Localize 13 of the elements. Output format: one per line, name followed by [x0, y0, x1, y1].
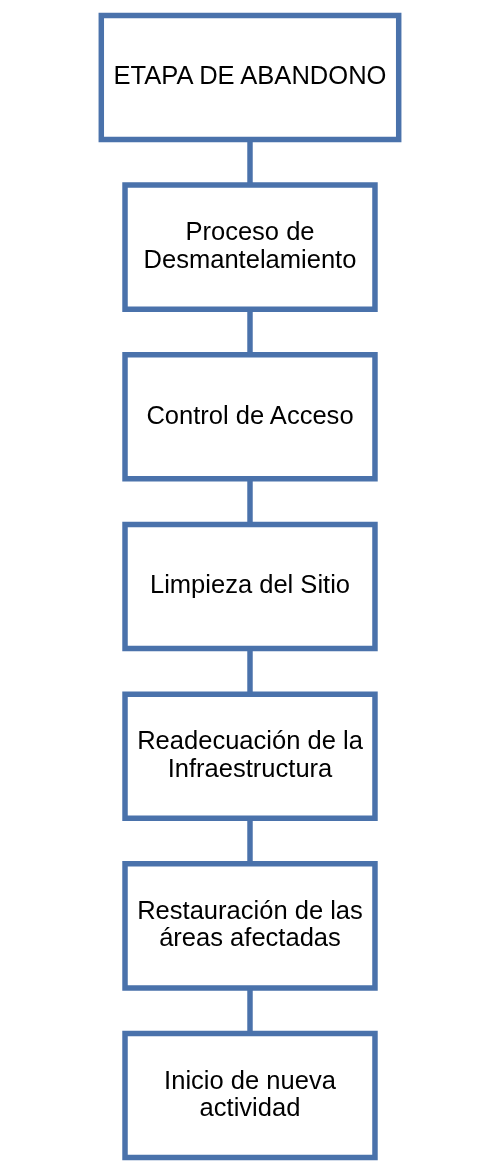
connector: [247, 139, 253, 185]
connector: [247, 988, 253, 1034]
connector: [247, 309, 253, 355]
node-box: Restauración de las áreas afectadas: [122, 861, 378, 991]
node-box: Proceso de Desmantelamiento: [122, 182, 378, 312]
node-box: Limpieza del Sitio: [122, 521, 378, 652]
connector: [247, 479, 253, 525]
node-box: ETAPA DE ABANDONO: [98, 12, 402, 143]
node-box: Control de Acceso: [122, 352, 378, 482]
node-box: Inicio de nueva actividad: [122, 1030, 378, 1161]
connector: [247, 818, 253, 864]
node-box: Readecuación de la Infraestructura: [122, 691, 378, 821]
connector: [247, 648, 253, 694]
